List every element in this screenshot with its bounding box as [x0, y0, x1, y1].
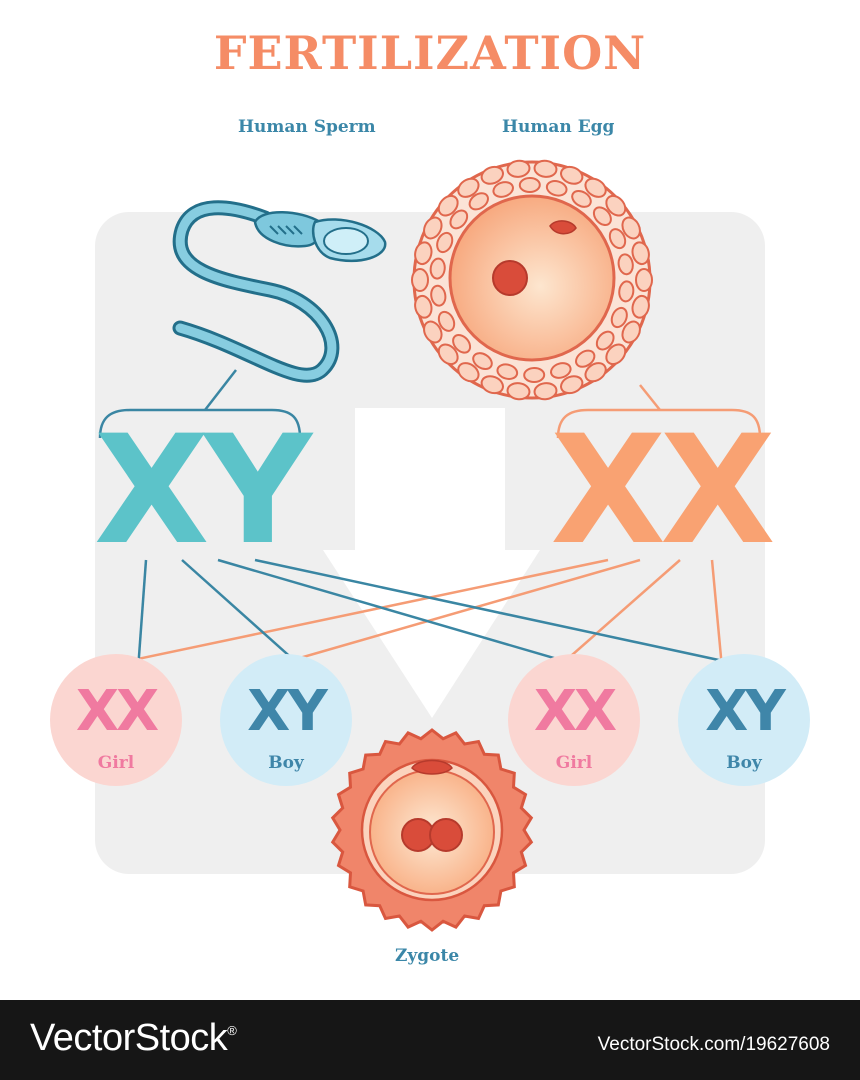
egg-cell: [631, 294, 650, 319]
egg-label: Human Egg: [502, 117, 615, 137]
egg-cell: [605, 343, 627, 366]
egg-cell: [523, 366, 546, 384]
father-chromosomes: XY: [94, 404, 315, 578]
egg-cell: [631, 241, 650, 266]
zygote-icon: [330, 728, 534, 932]
egg-cell: [506, 382, 531, 401]
egg-cell: [533, 382, 558, 401]
egg-cell: [437, 194, 459, 217]
egg-cell: [518, 176, 541, 194]
egg-cell: [618, 280, 635, 303]
egg-cell: [533, 159, 558, 178]
offspring-label: Girl: [556, 753, 593, 773]
watermark-logo-text: VectorStock: [30, 1017, 228, 1059]
offspring-label: Boy: [726, 753, 763, 773]
egg-cell: [429, 257, 446, 280]
zygote-label: Zygote: [395, 946, 460, 966]
egg-cell: [449, 209, 469, 230]
offspring-chromosomes: XY: [705, 679, 787, 744]
sperm-label: Human Sperm: [238, 117, 376, 137]
egg-icon: [411, 159, 653, 401]
offspring-label: Boy: [268, 753, 305, 773]
offspring-chromosomes: XX: [534, 679, 617, 744]
offspring-girl-1: XX Girl: [50, 654, 182, 786]
watermark-logo: VectorStock®: [30, 1017, 237, 1060]
egg-cell: [414, 294, 433, 319]
egg-cell: [560, 375, 584, 395]
egg-cell: [457, 362, 480, 383]
egg-cell: [480, 165, 504, 185]
egg-cell: [584, 177, 607, 198]
offspring-boy-2: XY Boy: [678, 654, 810, 786]
egg-cell: [414, 241, 433, 266]
egg-cell: [575, 349, 596, 368]
egg-cell: [605, 194, 627, 217]
down-arrow: [323, 408, 540, 718]
egg-cell: [506, 159, 531, 178]
male-lines: [136, 558, 766, 672]
egg-cell: [411, 268, 429, 292]
fertilization-diagram: XY XX XX Girl XY Boy XX Girl XY: [50, 159, 810, 932]
father-bracket: [98, 408, 302, 439]
egg-cell: [423, 320, 443, 344]
watermark-reg: ®: [227, 1023, 237, 1038]
female-lines: [94, 558, 724, 671]
egg-cell: [468, 192, 489, 211]
offspring-chromosomes: XY: [247, 679, 329, 744]
egg-cell: [437, 310, 456, 332]
egg-cell: [571, 189, 592, 208]
offspring-girl-2: XX Girl: [508, 654, 640, 786]
offspring-label: Girl: [98, 753, 135, 773]
egg-cell: [595, 330, 615, 351]
egg-cell: [423, 216, 443, 240]
egg-cell: [457, 177, 480, 198]
egg-cell: [621, 320, 641, 344]
egg-cell: [452, 334, 472, 354]
egg-cell: [437, 343, 459, 366]
watermark-bar: VectorStock® VectorStock.com/19627608: [0, 1000, 860, 1080]
egg-cell: [584, 362, 607, 383]
watermark-url[interactable]: VectorStock.com/19627608: [597, 1034, 830, 1055]
egg-cell: [560, 165, 584, 185]
egg-cell: [480, 375, 504, 395]
offspring-chromosomes: XX: [76, 679, 159, 744]
egg-cell: [621, 216, 641, 240]
egg-cell: [430, 284, 447, 307]
mother-chromosomes: XX: [550, 404, 773, 578]
egg-cell: [492, 181, 514, 198]
offspring-boy-1: XY Boy: [220, 654, 352, 786]
egg-cell: [635, 268, 653, 292]
egg-cell: [496, 363, 519, 380]
page-title: FERTILIZATION: [213, 26, 647, 80]
egg-cell: [610, 306, 628, 329]
egg-cell: [436, 231, 454, 254]
sperm-icon: [172, 200, 387, 383]
egg-cell: [472, 352, 493, 371]
egg-cell: [617, 253, 634, 276]
egg-cell: [608, 228, 627, 250]
egg-cell: [592, 206, 612, 226]
egg-cell: [550, 362, 572, 379]
egg-cell: [545, 180, 568, 197]
